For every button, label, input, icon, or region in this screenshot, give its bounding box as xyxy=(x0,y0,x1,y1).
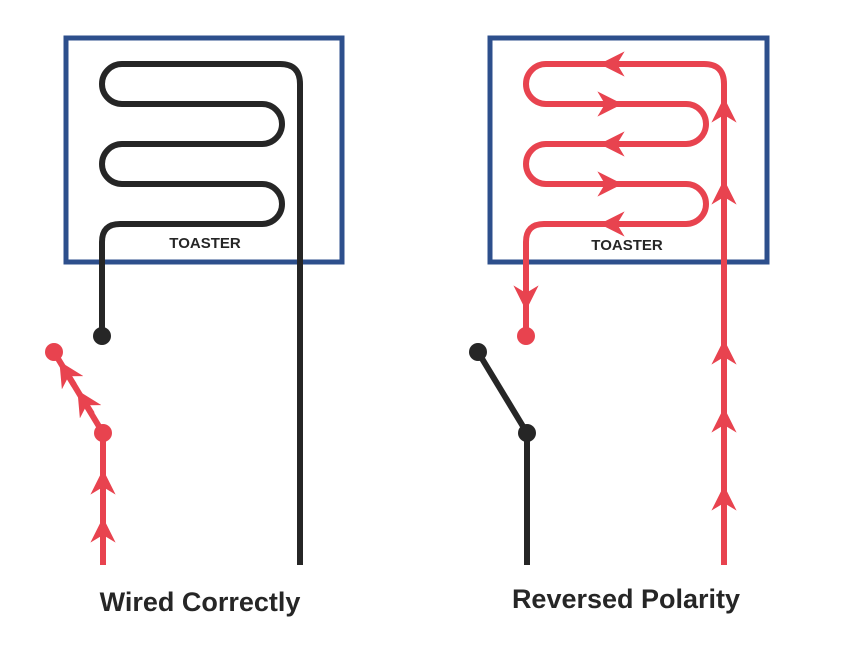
toaster-label: TOASTER xyxy=(591,237,663,254)
switch-pivot xyxy=(94,424,112,442)
switch-arm xyxy=(51,350,106,435)
panel-reversed-polarity: TOASTER Reversed Polarity xyxy=(469,35,770,614)
caption-wired-correctly: Wired Correctly xyxy=(100,587,301,617)
toaster-box xyxy=(63,35,345,265)
switch-contact-top xyxy=(93,327,111,345)
switch-pivot xyxy=(518,424,536,442)
heating-coil xyxy=(99,61,303,565)
heating-coil xyxy=(523,61,727,565)
panel-wired-correctly: TOASTER Wired Correctly xyxy=(45,35,345,617)
switch-contact-top xyxy=(517,327,535,345)
current-arrow-icon xyxy=(77,390,102,419)
switch-arm-tip xyxy=(45,343,63,361)
switch-arm-tip xyxy=(469,343,487,361)
current-arrow-icon xyxy=(59,361,84,390)
switch-arm xyxy=(475,350,530,435)
caption-reversed-polarity: Reversed Polarity xyxy=(512,584,740,614)
toaster-label: TOASTER xyxy=(169,235,241,252)
toaster-box xyxy=(487,35,770,265)
